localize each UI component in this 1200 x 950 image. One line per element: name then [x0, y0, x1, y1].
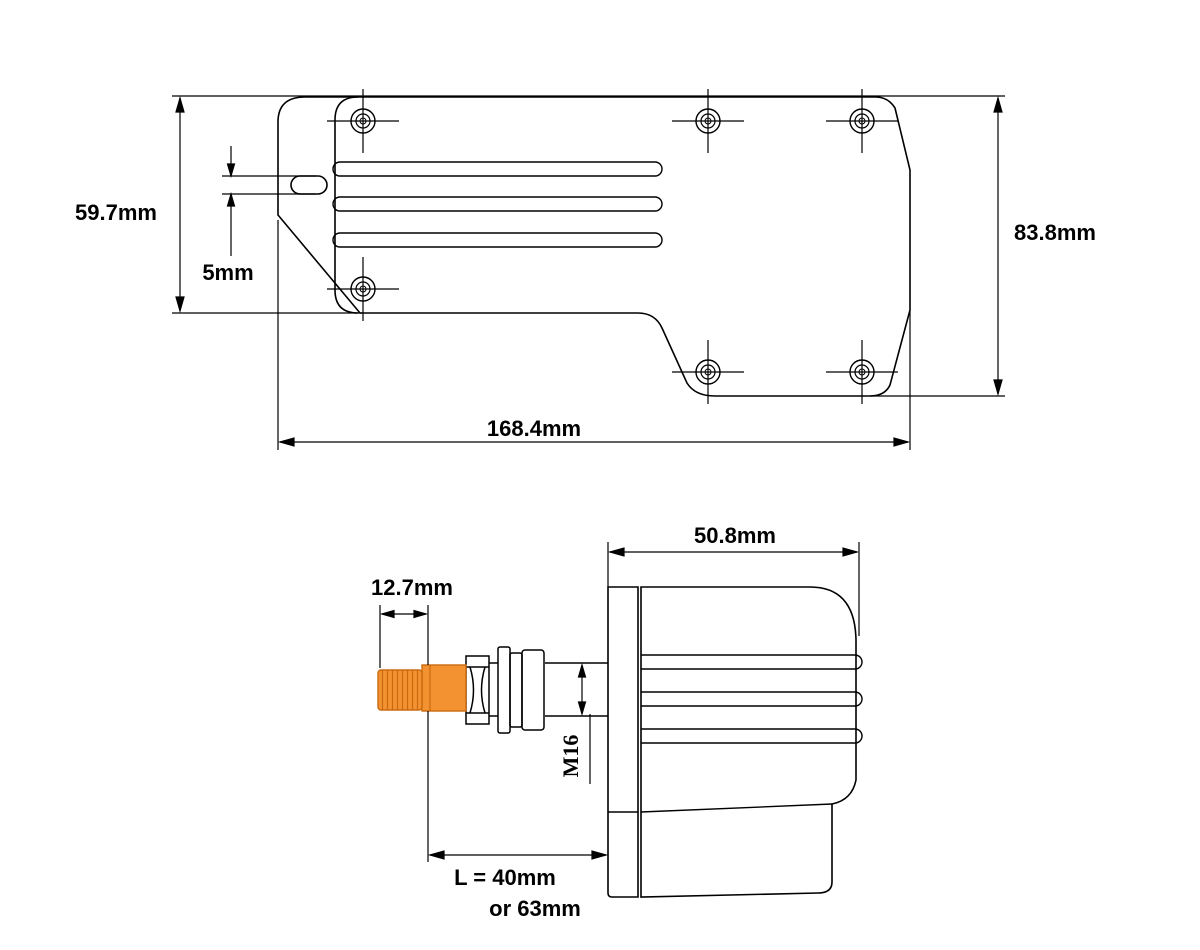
dim-label-shaft-length-2: or 63mm: [489, 896, 581, 921]
dim-label-shaft-length-1: L = 40mm: [454, 865, 556, 890]
dim-label-height-left: 59.7mm: [75, 200, 157, 225]
inner-body-outline: [334, 96, 359, 314]
dimension-shaft-length: [427, 711, 609, 862]
hole-icon: [326, 88, 400, 154]
top-view: 59.7mm 5mm 83.8mm 168.4mm: [75, 88, 1096, 450]
hole-icon: [326, 256, 400, 322]
dimension-50-8: [607, 542, 860, 636]
dim-label-slot: 5mm: [202, 260, 253, 285]
ribs: [332, 161, 663, 248]
housing-ribs: [641, 654, 863, 744]
shaft: [545, 662, 608, 717]
lock-nut: [465, 646, 545, 734]
dim-label-depth: 50.8mm: [694, 523, 776, 548]
side-view: 50.8mm 12.7mm M16 L = 40mm or 63mm: [371, 523, 863, 921]
hose-fitting: [377, 664, 467, 712]
dimension-m16: [577, 662, 591, 784]
mounting-slot: [290, 175, 328, 195]
hole-icon: [671, 339, 745, 405]
hole-icon: [825, 88, 899, 154]
base-plate-outline: [277, 96, 911, 397]
thread-label: M16: [558, 735, 583, 778]
dimension-12-7: [379, 605, 429, 668]
dim-label-nut-length: 12.7mm: [371, 575, 453, 600]
dimension-168-4: [277, 220, 911, 450]
dimension-5: [222, 146, 316, 256]
flange-outline: [607, 586, 639, 898]
dim-label-length: 168.4mm: [487, 416, 581, 441]
hole-icon: [671, 88, 745, 154]
housing-outline: [640, 586, 857, 898]
dimension-59-7: [172, 95, 1005, 314]
dim-label-height-right: 83.8mm: [1014, 220, 1096, 245]
hole-icon: [825, 339, 899, 405]
dimension-83-8: [870, 95, 1005, 397]
